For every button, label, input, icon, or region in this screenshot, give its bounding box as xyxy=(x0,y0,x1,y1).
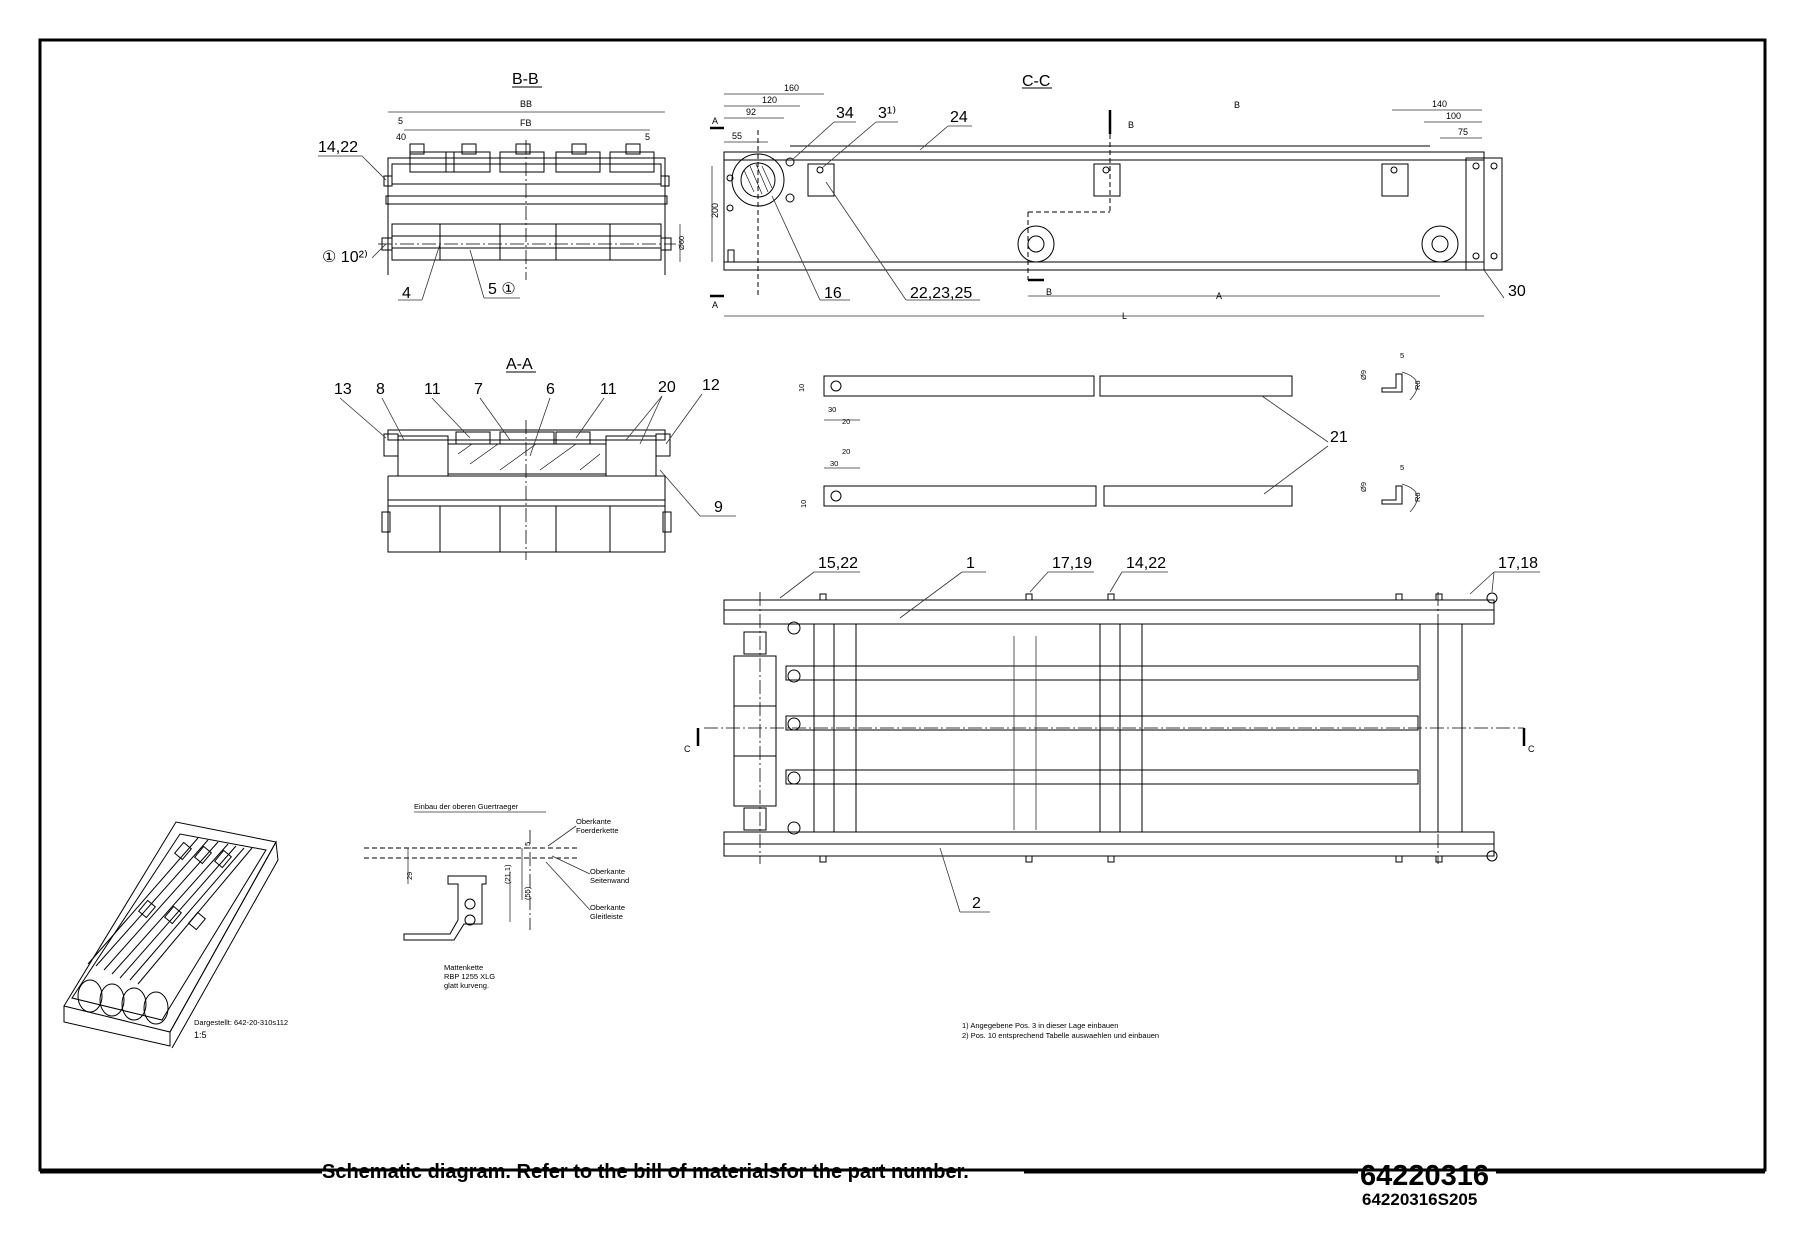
cut-c-right: C xyxy=(1528,744,1535,754)
dim-120: 120 xyxy=(762,95,777,105)
dim-160: 160 xyxy=(784,83,799,93)
title-strip: Schematic diagram. Refer to the bill of … xyxy=(40,1160,1765,1209)
detail-side-wall-1: Oberkante xyxy=(590,867,625,876)
section-view-aa: A-A 13 8 11 xyxy=(334,356,736,560)
bar-detail-view: 10 30 20 20 30 10 Ø9 5 R6 Ø9 5 R6 21 xyxy=(797,351,1422,513)
installation-detail: Einbau der oberen Guertraeger 5 29 (21,1… xyxy=(364,802,629,990)
dim-75: 75 xyxy=(1458,127,1468,137)
drawing-frame xyxy=(38,38,1767,1172)
detail-dim-55: (55) xyxy=(523,886,532,900)
dim-92: 92 xyxy=(746,107,756,117)
pos-14-22-top: 14,22 xyxy=(1126,555,1166,572)
detail-glide-2: Gleitleiste xyxy=(590,912,623,921)
dim-200: 200 xyxy=(710,203,720,218)
dim-d9-bot: Ø9 xyxy=(1359,482,1368,492)
dim-r6-top: R6 xyxy=(1413,380,1422,390)
pos-16: 16 xyxy=(824,285,842,302)
iso-scale: 1:5 xyxy=(194,1030,207,1040)
dim-10-top: 10 xyxy=(797,384,806,392)
pos-10-bb: ① 10²⁾ xyxy=(322,249,368,266)
top-view: C C 15,22 1 17,19 14,22 17,18 2 xyxy=(684,555,1540,913)
pos-2: 2 xyxy=(972,895,981,912)
part-number: 64220316 xyxy=(1360,1160,1489,1192)
pos-8: 8 xyxy=(376,381,385,398)
dim-20-bot: 20 xyxy=(842,447,850,456)
detail-side-wall-2: Seitenwand xyxy=(590,876,629,885)
dim-20-top: 20 xyxy=(842,417,850,426)
pos-13: 13 xyxy=(334,381,352,398)
detail-dim-29: 29 xyxy=(405,872,414,880)
dim-bb: BB xyxy=(520,99,532,109)
pos-30: 30 xyxy=(1508,283,1526,300)
detail-dim-21-1: (21,1) xyxy=(503,864,512,884)
pos-7: 7 xyxy=(474,381,483,398)
general-notes: 1) Angegebene Pos. 3 in dieser Lage einb… xyxy=(962,1021,1159,1040)
dim-10-bot: 10 xyxy=(799,500,808,508)
pos-24: 24 xyxy=(950,109,968,126)
pos-20: 20 xyxy=(658,379,676,396)
pos-34: 34 xyxy=(836,105,854,122)
pos-6: 6 xyxy=(546,381,555,398)
dim-5-bot: 5 xyxy=(1400,463,1404,472)
cut-a-bottom: A xyxy=(712,300,718,310)
dim-d9-top: Ø9 xyxy=(1359,370,1368,380)
dim-b-top: B xyxy=(1234,100,1240,110)
section-label-bb: B-B xyxy=(512,71,539,88)
isometric-view: Dargestellt: 642-20-310s112 1:5 xyxy=(63,821,288,1049)
pos-22-23-25: 22,23,25 xyxy=(910,285,972,302)
detail-dim-5: 5 xyxy=(523,842,532,846)
schematic-note: Schematic diagram. Refer to the bill of … xyxy=(322,1161,969,1183)
pos-11b: 11 xyxy=(600,381,617,398)
pos-17-19: 17,19 xyxy=(1052,555,1092,572)
detail-title: Einbau der oberen Guertraeger xyxy=(414,802,519,811)
section-view-bb: B-B BB FB 5 40 5 xyxy=(318,71,686,302)
pos-1: 1 xyxy=(966,555,975,572)
drawing-number: 64220316S205 xyxy=(1362,1190,1477,1209)
detail-chain-3: glatt kurveng. xyxy=(444,981,489,990)
dim-5-left: 5 xyxy=(398,116,403,126)
pos-12: 12 xyxy=(702,377,720,394)
detail-chain-2: RBP 1255 XLG xyxy=(444,972,495,981)
dim-40: 40 xyxy=(396,132,406,142)
dim-55: 55 xyxy=(732,131,742,141)
pos-15-22: 15,22 xyxy=(818,555,858,572)
dim-30-top: 30 xyxy=(828,405,836,414)
cut-b-top: B xyxy=(1128,120,1134,130)
pos-11a: 11 xyxy=(424,381,441,398)
dim-5-top: 5 xyxy=(1400,351,1404,360)
pos-3: 3¹⁾ xyxy=(878,105,896,122)
dim-r6-bot: R6 xyxy=(1413,492,1422,502)
pos-21: 21 xyxy=(1330,429,1348,446)
dim-d60: Ø60 xyxy=(677,236,686,250)
cut-c-left: C xyxy=(684,744,691,754)
pos-9: 9 xyxy=(714,499,723,516)
iso-caption: Dargestellt: 642-20-310s112 xyxy=(194,1018,288,1027)
detail-top-chain-2: Foerderkette xyxy=(576,826,619,835)
detail-top-chain-1: Oberkante xyxy=(576,817,611,826)
cut-b-bottom: B xyxy=(1046,287,1052,297)
dim-fb: FB xyxy=(520,118,532,128)
detail-chain-1: Mattenkette xyxy=(444,963,483,972)
dim-30-bot: 30 xyxy=(830,459,838,468)
dim-140: 140 xyxy=(1432,99,1447,109)
dim-5-right: 5 xyxy=(645,132,650,142)
pos-17-18: 17,18 xyxy=(1498,555,1538,572)
pos-5-bb: 5 ① xyxy=(488,281,516,298)
note-1: 1) Angegebene Pos. 3 in dieser Lage einb… xyxy=(962,1021,1118,1030)
section-label-cc: C-C xyxy=(1022,73,1050,90)
cut-a-top: A xyxy=(712,116,718,126)
section-label-aa: A-A xyxy=(506,356,533,373)
dim-100: 100 xyxy=(1446,111,1461,121)
pos-4-bb: 4 xyxy=(402,285,411,302)
dim-l: L xyxy=(1122,311,1127,321)
note-2: 2) Pos. 10 entsprechend Tabelle auswaehl… xyxy=(962,1031,1159,1040)
detail-glide-1: Oberkante xyxy=(590,903,625,912)
dim-a: A xyxy=(1216,291,1222,301)
section-view-cc: C-C 160 120 92 55 A A B 140 100 75 200 xyxy=(710,73,1526,321)
pos-14-22-bb: 14,22 xyxy=(318,139,358,156)
